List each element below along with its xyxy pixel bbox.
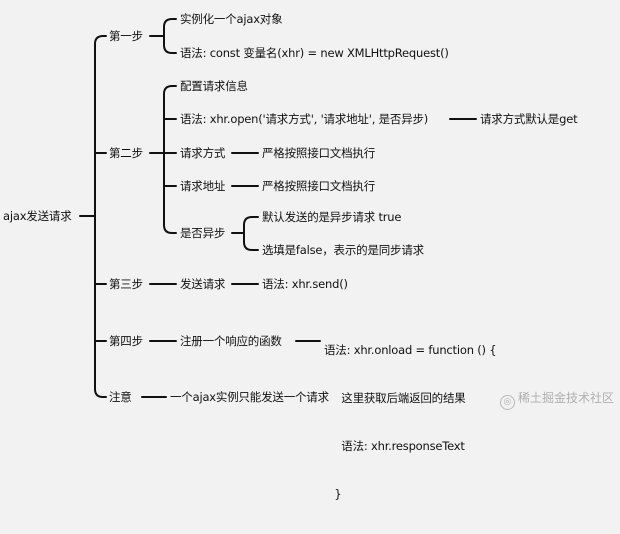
step1-node: 第一步 xyxy=(109,29,143,43)
connector-step2-fork xyxy=(163,85,177,234)
connector-root-trunk xyxy=(94,35,104,398)
step2-node: 第二步 xyxy=(109,146,143,160)
step4-item-register: 注册一个响应的函数 xyxy=(180,334,282,348)
method-note: 严格按照接口文档执行 xyxy=(262,146,375,160)
step2-item-async: 是否异步 xyxy=(180,226,226,240)
async-note-default: 默认发送的是异步请求 true xyxy=(262,210,402,224)
open-default-note: 请求方式默认是get xyxy=(480,112,578,126)
mindmap-connectors xyxy=(79,18,477,398)
step2-item-url: 请求地址 xyxy=(180,179,226,193)
note-item: 一个ajax实例只能发送一个请求 xyxy=(170,390,329,404)
async-note-sync: 选填是false，表示的是同步请求 xyxy=(262,243,424,257)
connector-step1-fork xyxy=(163,18,177,54)
code-line: 语法: xhr.onload = function () { xyxy=(324,343,497,357)
root-node: ajax发送请求 xyxy=(3,209,72,223)
step1-item-instantiate: 实例化一个ajax对象 xyxy=(180,12,283,26)
mindmap-canvas: ajax发送请求 第一步 实例化一个ajax对象 语法: const 变量名(x… xyxy=(3,12,614,501)
step3-item-send: 发送请求 xyxy=(180,277,226,291)
send-syntax-note: 语法: xhr.send() xyxy=(262,277,348,291)
step4-node: 第四步 xyxy=(109,334,143,348)
code-line: 语法: xhr.responseText xyxy=(324,439,465,453)
step2-item-config: 配置请求信息 xyxy=(180,79,248,93)
step2-item-open-syntax: 语法: xhr.open('请求方式', '请求地址', 是否异步) xyxy=(180,112,429,126)
connector-async-fork xyxy=(243,216,259,251)
watermark-text: 稀土掘金技术社区 xyxy=(517,391,614,405)
code-line: } xyxy=(324,487,342,501)
note-node: 注意 xyxy=(109,390,132,404)
step2-item-method: 请求方式 xyxy=(180,146,226,160)
onload-code-note: 语法: xhr.onload = function () { 这里获取后端返回的… xyxy=(324,310,497,534)
url-note: 严格按照接口文档执行 xyxy=(262,179,375,193)
step1-item-syntax: 语法: const 变量名(xhr) = new XMLHttpRequest(… xyxy=(180,46,449,60)
watermark-logo-icon: ◎ xyxy=(499,395,515,410)
step3-node: 第三步 xyxy=(109,277,143,291)
code-line: 这里获取后端返回的结果 xyxy=(324,391,466,405)
watermark: ◎稀土掘金技术社区 xyxy=(499,389,614,410)
